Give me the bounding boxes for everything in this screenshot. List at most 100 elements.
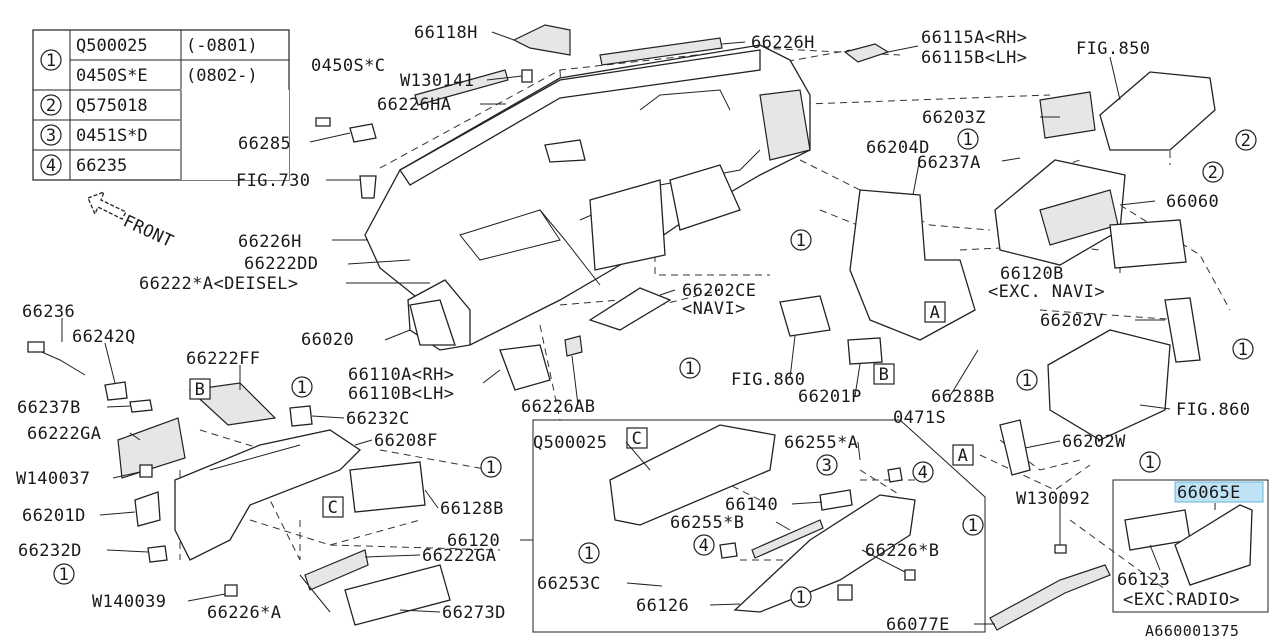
- callout-box-b-2-text: B: [879, 365, 890, 385]
- label-66110b[interactable]: 66110B<LH>: [348, 384, 454, 404]
- callout-1-k-text: 1: [968, 516, 979, 536]
- label-66128b[interactable]: 66128B: [440, 499, 504, 519]
- screw-0450sc: [315, 117, 331, 127]
- label-66201d[interactable]: 66201D: [22, 506, 86, 526]
- callout-1-l: [790, 586, 812, 608]
- part-66020-shape: [409, 299, 456, 346]
- part-w130141-shape: [521, 69, 533, 83]
- label-w130141[interactable]: W130141: [400, 71, 474, 91]
- label-66202ce[interactable]: 66202CE: [682, 281, 756, 301]
- label-66202v[interactable]: 66202V: [1040, 311, 1104, 331]
- part-66204d-shape: [849, 189, 976, 341]
- part-66226ha-shape: [414, 69, 509, 106]
- legend-marker-4: [40, 154, 62, 176]
- callout-1-b-text: 1: [486, 458, 497, 478]
- label-66288b[interactable]: 66288B: [931, 387, 995, 407]
- label-66110a[interactable]: 66110A<RH>: [348, 365, 454, 385]
- label-66237b[interactable]: 66237B: [17, 398, 81, 418]
- part-66201p-shape: [847, 337, 883, 365]
- label-fig850[interactable]: FIG.850: [1076, 39, 1150, 59]
- label-66222ga-bottom[interactable]: 66222GA: [422, 546, 496, 566]
- part-66226h-top-shape: [599, 37, 723, 66]
- label-66060[interactable]: 66060: [1166, 192, 1219, 212]
- callout-2-b: [1202, 161, 1224, 183]
- part-66201d-shape: [134, 491, 161, 527]
- label-66226h-left[interactable]: 66226H: [238, 232, 302, 252]
- label-66255a[interactable]: 66255*A: [784, 433, 858, 453]
- label-66253c[interactable]: 66253C: [537, 574, 601, 594]
- label-66255b[interactable]: 66255*B: [670, 513, 744, 533]
- label-66065e[interactable]: 66065E: [1177, 483, 1241, 503]
- label-66118h[interactable]: 66118H: [414, 23, 478, 43]
- label-66115a[interactable]: 66115A<RH>: [921, 28, 1027, 48]
- label-0450sc[interactable]: 0450S*C: [311, 56, 385, 76]
- label-66226b[interactable]: 66226*B: [865, 541, 939, 561]
- part-66115-shape: [843, 43, 890, 63]
- label-fig860-a[interactable]: FIG.860: [731, 370, 805, 390]
- label-66077e[interactable]: 66077E: [886, 615, 950, 635]
- label-66222ga-left[interactable]: 66222GA: [27, 424, 101, 444]
- label-fig860-b[interactable]: FIG.860: [1176, 400, 1250, 420]
- label-w130092[interactable]: W130092: [1016, 489, 1090, 509]
- label-w140039[interactable]: W140039: [92, 592, 166, 612]
- label-66273d[interactable]: 66273D: [442, 603, 506, 623]
- part-66202w-shape: [999, 419, 1031, 476]
- legend-marker-3: [40, 124, 62, 146]
- label-exc-radio: <EXC.RADIO>: [1123, 590, 1240, 610]
- label-q500025[interactable]: Q500025: [533, 433, 607, 453]
- part-66226b-shape: [904, 569, 916, 581]
- legend-note-0801: (-0801): [186, 36, 258, 56]
- label-66242q[interactable]: 66242Q: [72, 327, 136, 347]
- label-66222ff[interactable]: 66222FF: [186, 349, 260, 369]
- label-66208f[interactable]: 66208F: [374, 431, 438, 451]
- label-66123[interactable]: 66123: [1117, 570, 1170, 590]
- part-w140037-shape: [139, 464, 153, 478]
- label-66126[interactable]: 66126: [636, 596, 689, 616]
- legend-marker-2: [40, 94, 62, 116]
- callout-1-c: [53, 563, 75, 585]
- part-fig730-shape: [359, 175, 377, 199]
- label-66120b[interactable]: 66120B: [1000, 264, 1064, 284]
- part-66120b-shape: [1109, 219, 1187, 269]
- label-66222dd[interactable]: 66222DD: [244, 254, 318, 274]
- callout-4-a-text: 4: [918, 463, 929, 483]
- label-66222a-deisel[interactable]: 66222*A<DEISEL>: [139, 274, 299, 294]
- callout-1-i-text: 1: [1145, 453, 1156, 473]
- label-66203z[interactable]: 66203Z: [922, 108, 986, 128]
- label-66226h-top[interactable]: 66226H: [751, 33, 815, 53]
- label-66226a[interactable]: 66226*A: [207, 603, 281, 623]
- part-66110-shape: [499, 344, 551, 391]
- label-fig730[interactable]: FIG.730: [236, 171, 310, 191]
- part-fig860-big-shape: [1047, 329, 1171, 441]
- label-66202w[interactable]: 66202W: [1062, 432, 1126, 452]
- label-exc-navi: <EXC. NAVI>: [988, 282, 1105, 302]
- label-66140[interactable]: 66140: [725, 495, 778, 515]
- label-66115b[interactable]: 66115B<LH>: [921, 48, 1027, 68]
- part-labels: 66118H 66226H 66115A<RH> 66115B<LH> 0450…: [16, 23, 1250, 640]
- leader-lines: [61, 31, 1216, 625]
- part-66226ab-shape: [564, 335, 583, 357]
- catalog-id: A660001375: [1145, 622, 1239, 640]
- label-66285[interactable]: 66285: [238, 134, 291, 154]
- legend-marker-4-text: 4: [46, 156, 56, 176]
- label-66020[interactable]: 66020: [301, 330, 354, 350]
- label-66204d[interactable]: 66204D: [866, 138, 930, 158]
- label-66226ab[interactable]: 66226AB: [521, 397, 595, 417]
- label-66237a[interactable]: 66237A: [917, 153, 981, 173]
- label-66201p[interactable]: 66201P: [798, 387, 862, 407]
- callout-1-a-text: 1: [297, 378, 308, 398]
- label-w140037[interactable]: W140037: [16, 469, 90, 489]
- label-navi: <NAVI>: [682, 299, 746, 319]
- label-66120[interactable]: 66120: [447, 531, 500, 551]
- label-66226ha[interactable]: 66226HA: [377, 95, 451, 115]
- part-66118h-shape: [512, 24, 571, 56]
- callout-4-b-text: 4: [699, 536, 710, 556]
- label-0471s[interactable]: 0471S: [893, 408, 946, 428]
- label-66236[interactable]: 66236: [22, 302, 75, 322]
- front-label: FRONT: [120, 211, 177, 252]
- label-66232c[interactable]: 66232C: [346, 409, 410, 429]
- part-w130092-shape: [1054, 544, 1067, 554]
- part-66235-washer-shape: [719, 542, 738, 559]
- label-66232d[interactable]: 66232D: [18, 541, 82, 561]
